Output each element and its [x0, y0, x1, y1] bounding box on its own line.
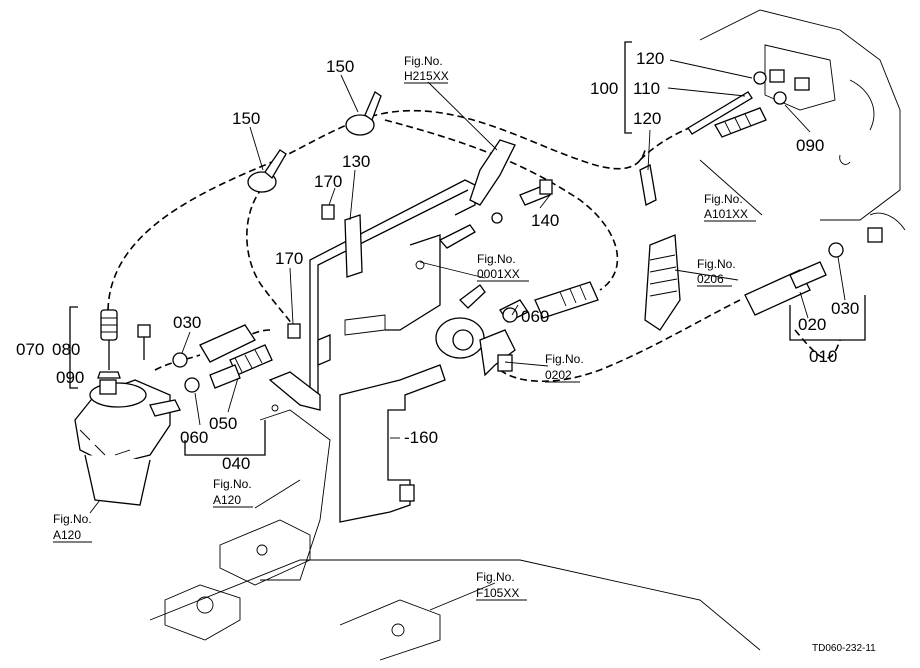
- leader-lines: [89, 59, 846, 611]
- callout-080: 080: [52, 340, 80, 359]
- callout-060: 060: [521, 307, 549, 326]
- svg-text:Fig.No.: Fig.No.: [404, 54, 443, 68]
- callout-120: 120: [636, 49, 664, 68]
- callout-090: 090: [796, 136, 824, 155]
- callout-140: 140: [531, 211, 559, 230]
- engine-outline: [699, 9, 906, 231]
- svg-text:F105XX: F105XX: [476, 586, 519, 600]
- hose-clamp-150: [247, 91, 382, 193]
- svg-text:0001XX: 0001XX: [477, 267, 520, 281]
- svg-text:Fig.No.: Fig.No.: [477, 252, 516, 266]
- fig-ref-a120-center: Fig.No. A120: [213, 477, 253, 508]
- svg-text:Fig.No.: Fig.No.: [213, 477, 252, 491]
- callout-040: 040: [222, 454, 250, 473]
- bolt-140: [519, 179, 553, 206]
- callout-010: 010: [809, 347, 837, 366]
- callout-110: 110: [633, 79, 660, 98]
- return-pipe-110: [687, 69, 810, 138]
- svg-text:Fig.No.: Fig.No.: [697, 257, 736, 271]
- throttle-bracket: [344, 139, 516, 336]
- bracket-160: [339, 364, 446, 523]
- callout-170: 170: [275, 249, 303, 268]
- callout-090: 090: [56, 368, 84, 387]
- fuel-pump: [435, 284, 529, 377]
- callout-160: -160: [404, 428, 438, 447]
- bleed-bolt: [137, 324, 151, 360]
- tube-020: [744, 227, 883, 316]
- callout-120: 120: [633, 109, 661, 128]
- fig-ref-f105xx: Fig.No. F105XX: [476, 570, 527, 601]
- fuel-filter: [74, 379, 181, 506]
- callout-130: 130: [342, 152, 370, 171]
- callout-150: 150: [232, 109, 260, 128]
- chassis-frame: [149, 404, 761, 661]
- callout-020: 020: [798, 315, 826, 334]
- callout-030: 030: [831, 299, 859, 318]
- fig-ref-0202: Fig.No. 0202: [545, 352, 584, 383]
- connector-group-left: [172, 324, 273, 393]
- fitting-170: [287, 204, 335, 339]
- callout-070: 070: [16, 340, 44, 359]
- svg-text:Fig.No.: Fig.No.: [53, 512, 92, 526]
- fig-ref-0001xx: Fig.No. 0001XX: [477, 252, 529, 282]
- svg-text:0206: 0206: [697, 272, 724, 286]
- svg-text:Fig.No.: Fig.No.: [704, 192, 743, 206]
- fig-ref-h215xx: Fig.No. H215XX: [404, 54, 449, 84]
- callout-labels: 150 150 130 170 170 140 030 070 080 090 …: [16, 49, 859, 473]
- svg-text:A120: A120: [213, 493, 241, 507]
- bracket-130: [268, 179, 476, 411]
- svg-text:Fig.No.: Fig.No.: [476, 570, 515, 584]
- connector-group-center: [502, 281, 599, 323]
- callout-100: 100: [590, 79, 618, 98]
- fuel-injector-group: [639, 164, 681, 331]
- fig-ref-a101xx: Fig.No. A101XX: [704, 192, 756, 222]
- fig-ref-0206: Fig.No. 0206: [697, 257, 736, 287]
- callout-170: 170: [314, 172, 342, 191]
- svg-text:A101XX: A101XX: [704, 207, 748, 221]
- callout-050: 050: [209, 414, 237, 433]
- callout-060: 060: [180, 428, 208, 447]
- drawing-id: TD060-232-11: [812, 643, 876, 654]
- fig-ref-a120-left: Fig.No. A120: [53, 512, 92, 543]
- callout-150: 150: [326, 57, 354, 76]
- hose-fitting-080: [97, 309, 121, 379]
- svg-text:0202: 0202: [545, 368, 572, 382]
- svg-text:H215XX: H215XX: [404, 69, 449, 83]
- svg-text:Fig.No.: Fig.No.: [545, 352, 584, 366]
- figure-references: Fig.No. H215XX Fig.No. 0001XX Fig.No. 02…: [53, 54, 756, 601]
- callout-030: 030: [173, 313, 201, 332]
- svg-text:A120: A120: [53, 528, 81, 542]
- group-brackets: [69, 41, 866, 456]
